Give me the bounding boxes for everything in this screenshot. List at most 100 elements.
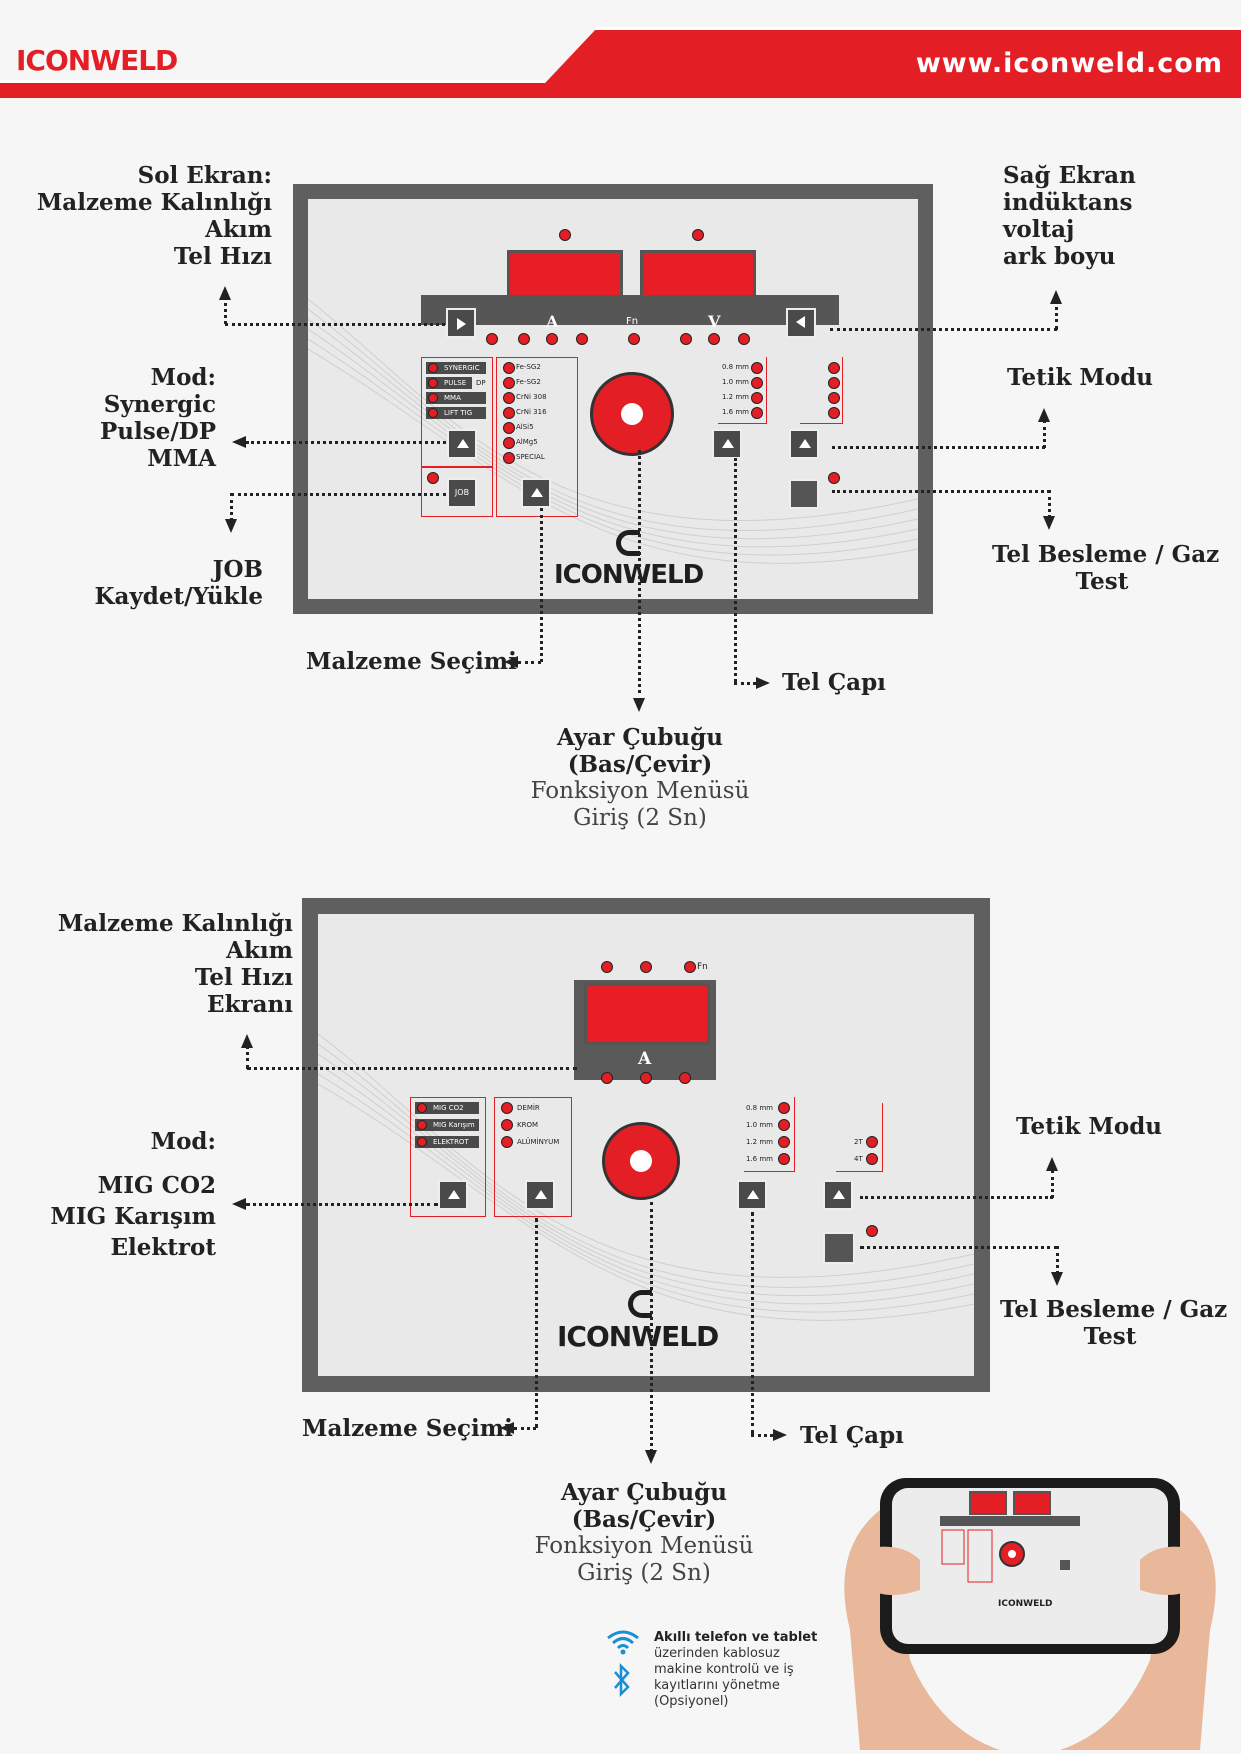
mode-tag-mig-co2: MIG CO2 [415, 1102, 479, 1114]
mode-led [417, 1137, 427, 1147]
arrow [504, 656, 518, 668]
wire-diameter-label: Tel Çapı [800, 1422, 904, 1449]
header-banner: ICONWELD www.iconweld.com [0, 0, 1241, 100]
mode-tag-synergic: SYNERGIC [426, 362, 486, 374]
leader-line [231, 493, 446, 496]
wire-size-led [751, 377, 763, 389]
wire-size-led [778, 1119, 790, 1131]
job-button[interactable]: JOB [447, 478, 477, 508]
indicator-led [708, 333, 720, 345]
thermal-led [640, 961, 652, 973]
material-selector-box [496, 357, 578, 517]
arrow [1051, 1272, 1063, 1286]
material-led [503, 452, 515, 464]
trigger-led [828, 392, 840, 404]
wire-feed-button[interactable] [823, 1232, 855, 1264]
material-item: CrNi 308 [516, 393, 547, 401]
wire-size-led [778, 1136, 790, 1148]
arrow [232, 1198, 246, 1210]
trigger-bracket [800, 357, 843, 424]
wire-feed-led [866, 1225, 878, 1237]
trigger-led [828, 377, 840, 389]
trigger-button[interactable] [789, 429, 819, 459]
trigger-mode-label: Tetik Modu [1007, 364, 1154, 391]
fn-led [684, 961, 696, 973]
mode-led [428, 363, 438, 373]
wire-size-button[interactable] [712, 429, 742, 459]
brand-c-icon [628, 1290, 652, 1318]
thermal-led [692, 229, 704, 241]
left-screen-button[interactable] [446, 308, 476, 338]
adjust-knob[interactable] [590, 372, 674, 456]
mode-led [428, 408, 438, 418]
indicator-led [738, 333, 750, 345]
wire-feed-led [828, 472, 840, 484]
leader-line [638, 450, 641, 693]
mode-selector-box [421, 357, 493, 467]
material-button[interactable] [525, 1180, 555, 1210]
material-led [503, 437, 515, 449]
brand-c-icon [616, 530, 640, 556]
svg-text:ICONWELD: ICONWELD [998, 1599, 1052, 1609]
leader-line [246, 1045, 249, 1069]
trigger-button[interactable] [823, 1180, 853, 1210]
mode-tag-mma: MMA [426, 392, 486, 404]
status-led [559, 229, 571, 241]
job-led [427, 472, 439, 484]
right-screen-button[interactable] [786, 308, 816, 338]
wire-size-led [751, 407, 763, 419]
trigger-led [828, 362, 840, 374]
volt-symbol: V [708, 312, 721, 331]
material-item: SPECIAL [516, 453, 545, 461]
arrow [219, 286, 231, 300]
mode-button[interactable] [438, 1180, 468, 1210]
material-button[interactable] [521, 478, 551, 508]
wire-size-button[interactable] [737, 1180, 767, 1210]
amp-symbol: A [546, 312, 559, 331]
arrow [500, 1422, 514, 1434]
material-label: Malzeme Seçimi [302, 1415, 513, 1442]
leader-line [1048, 490, 1051, 518]
bluetooth-icon [614, 1663, 630, 1697]
wire-size-label: 1.0 mm [722, 378, 749, 386]
material-item: DEMİR [517, 1104, 540, 1112]
wifi-icon [607, 1630, 639, 1655]
amp-symbol: A [638, 1049, 652, 1069]
leader-line [734, 682, 756, 685]
trigger-bracket [836, 1103, 883, 1172]
material-led [501, 1136, 513, 1148]
mode-tag-mig-mix: MIG Karışım [415, 1119, 479, 1131]
mode-button[interactable] [447, 429, 477, 459]
material-label: Malzeme Seçimi [306, 648, 517, 675]
indicator-led [576, 333, 588, 345]
leader-line [1056, 1246, 1059, 1274]
wire-size-label: 0.8 mm [746, 1104, 773, 1112]
leader-line [518, 661, 541, 664]
fn-label: Fn [697, 962, 708, 972]
material-led [501, 1119, 513, 1131]
mode-tag-electrode: ELEKTROT [415, 1136, 479, 1148]
leader-line [1055, 300, 1058, 330]
trigger-mode-2t: 2T [854, 1138, 863, 1146]
website-url[interactable]: www.iconweld.com [915, 48, 1223, 79]
wire-size-label: 1.6 mm [746, 1155, 773, 1163]
wire-size-label: 1.2 mm [746, 1138, 773, 1146]
wire-feed-button[interactable] [789, 479, 819, 509]
wire-size-label: 1.0 mm [746, 1121, 773, 1129]
leader-line [535, 1218, 538, 1428]
panel-brand-logo: ICONWELD [554, 560, 704, 590]
trigger-led [866, 1153, 878, 1165]
material-led [503, 362, 515, 374]
adjust-knob[interactable] [602, 1122, 680, 1200]
mode-led [428, 378, 438, 388]
leader-line [830, 328, 1057, 331]
leader-line [1051, 1170, 1054, 1198]
job-box [421, 467, 493, 517]
arrow [1050, 290, 1062, 304]
